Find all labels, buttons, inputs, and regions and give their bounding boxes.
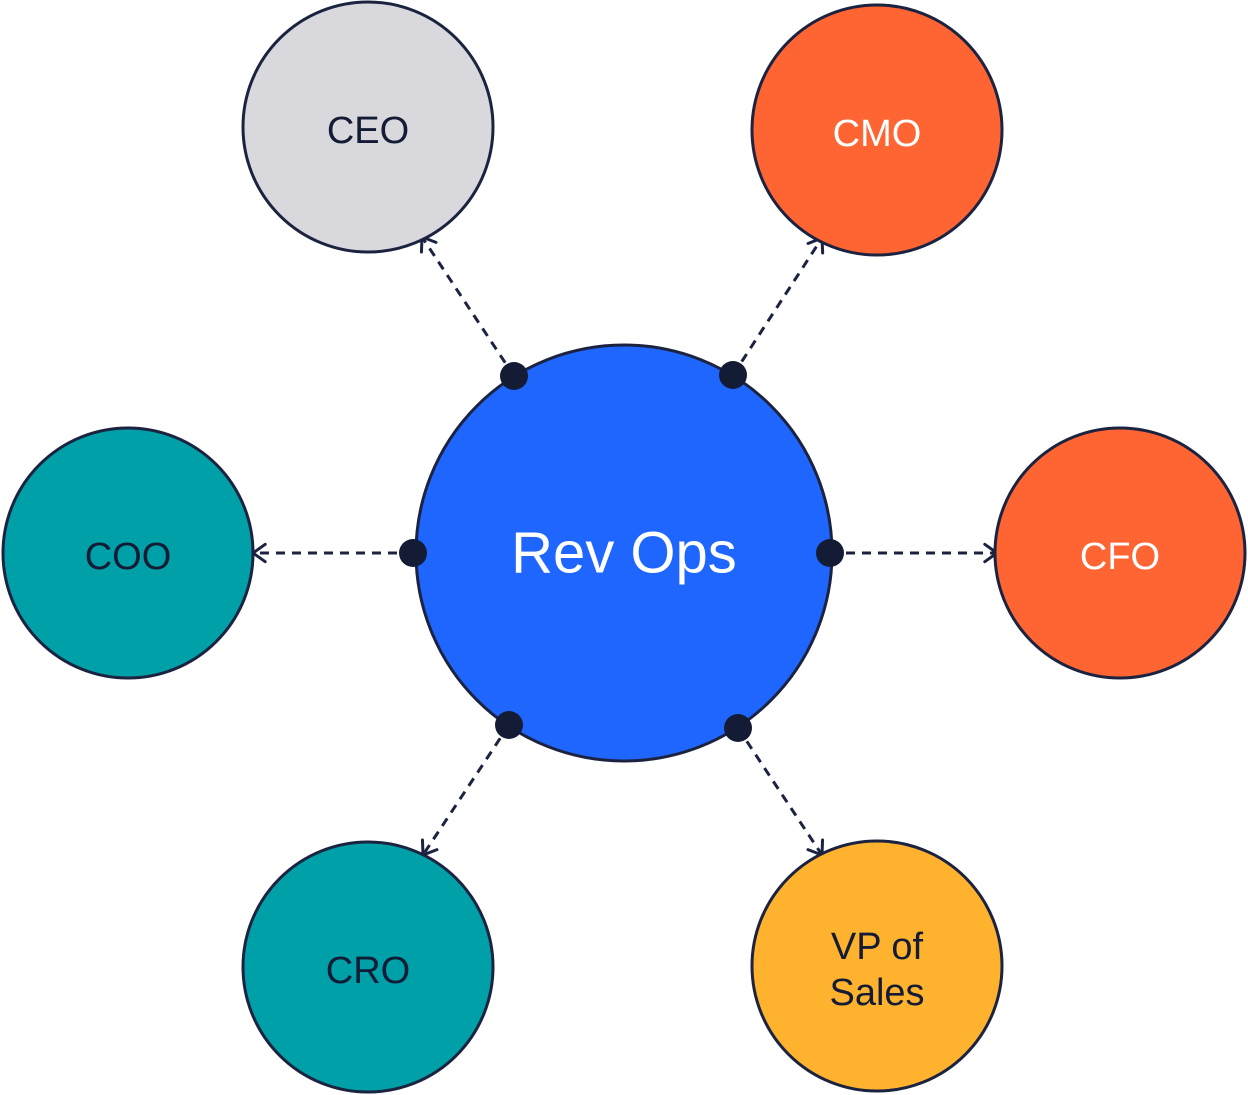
node-circle-cmo (750, 3, 1004, 257)
anchor-dot-cfo (816, 539, 844, 567)
node-circle-coo (1, 426, 255, 680)
node-circle-cro (241, 840, 495, 1094)
connector-cro (421, 724, 511, 856)
node-cfo: CFO (993, 426, 1247, 680)
node-cmo: CMO (750, 3, 1004, 257)
anchor-dot-vp-of-sales (724, 714, 752, 742)
connector-vp-of-sales (736, 727, 824, 856)
node-label-coo: COO (85, 536, 172, 578)
connector-cmo (731, 237, 824, 376)
node-label-ceo: CEO (327, 110, 409, 152)
node-label-cmo: CMO (833, 113, 922, 155)
node-coo: COO (1, 426, 255, 680)
anchor-dot-coo (399, 539, 427, 567)
anchor-dot-cro (495, 711, 523, 739)
node-ceo: CEO (241, 0, 495, 254)
node-circle-vp-of-sales (750, 839, 1004, 1093)
connector-ceo (420, 236, 516, 377)
anchor-dots (399, 361, 844, 742)
anchor-dot-cmo (719, 361, 747, 389)
anchor-dot-ceo (500, 362, 528, 390)
node-label-cro: CRO (326, 950, 410, 992)
node-label-vp-of-sales: VP of (831, 926, 924, 968)
node-label-vp-of-sales: Sales (829, 972, 924, 1014)
node-label-cfo: CFO (1080, 536, 1160, 578)
center-label: Rev Ops (511, 521, 737, 586)
node-cro: CRO (241, 840, 495, 1094)
node-circle-ceo (241, 0, 495, 254)
node-circle-cfo (993, 426, 1247, 680)
center-node: Rev Ops (414, 343, 834, 763)
